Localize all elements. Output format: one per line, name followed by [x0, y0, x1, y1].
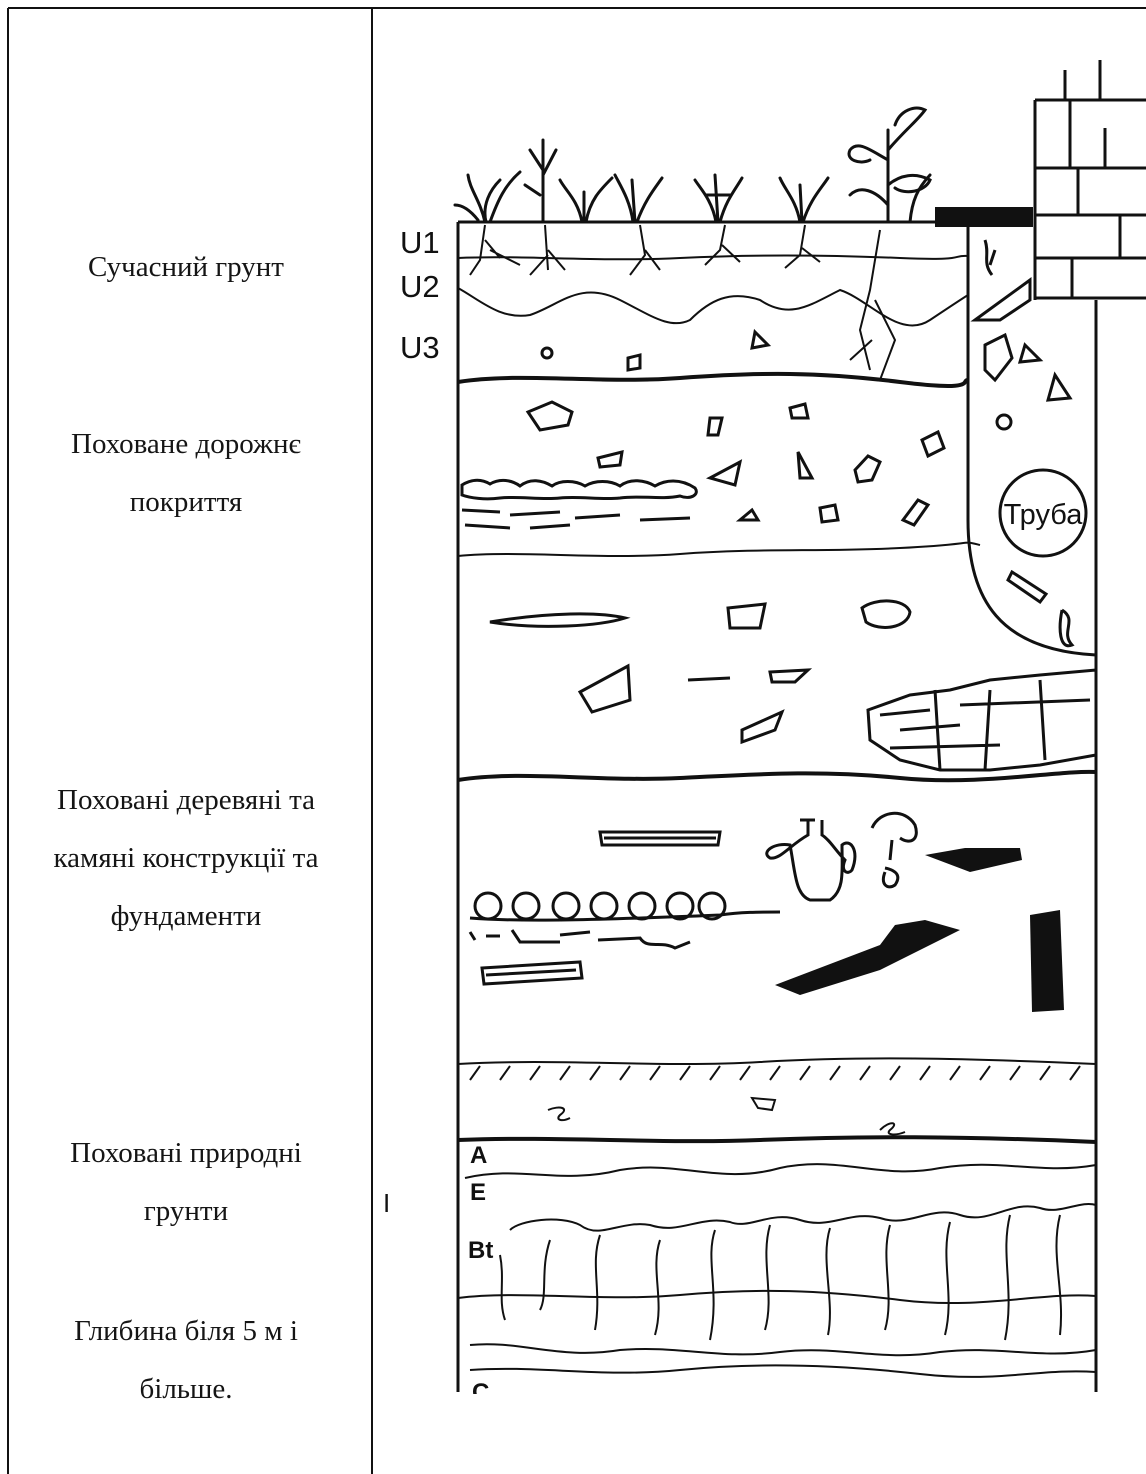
utility-trench — [968, 225, 1096, 655]
horizon-u3-label: U3 — [400, 330, 440, 365]
horizon-bt-label: Bt — [468, 1237, 493, 1264]
root-system — [470, 225, 895, 380]
pipe-label: Труба — [1004, 499, 1084, 531]
charred-timbers — [775, 848, 1064, 1012]
figure-frame — [8, 8, 1146, 1474]
lower-hatching — [470, 1066, 1080, 1134]
horizon-a-label: A — [470, 1142, 487, 1169]
profile-bottom-mask — [458, 1394, 528, 1414]
road-layer-rubble — [462, 332, 944, 528]
horizon-u2-label: U2 — [400, 269, 440, 304]
horizon-e-label: E — [470, 1179, 486, 1206]
horizon-u1-label: U1 — [400, 225, 440, 260]
surface-vegetation — [455, 108, 930, 222]
horizon-labels: U1 U2 U3 A E Bt C I — [383, 225, 493, 1406]
brick-wall — [1035, 60, 1146, 300]
stray-mark: I — [383, 1188, 390, 1218]
layer-boundaries — [458, 255, 1096, 1303]
